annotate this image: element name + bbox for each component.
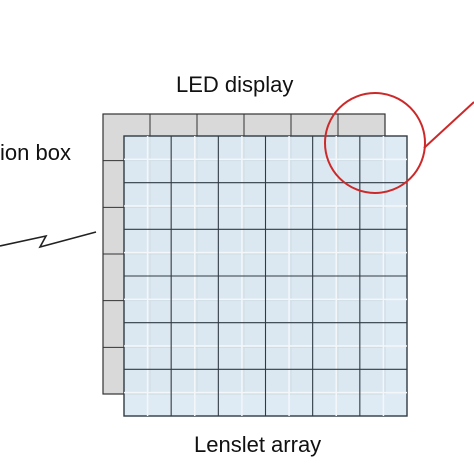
lenslet-array-panel <box>123 135 408 417</box>
led-display-label: LED display <box>176 72 294 97</box>
lenslet-array-label: Lenslet array <box>194 432 322 457</box>
connector-line-icon <box>423 101 474 149</box>
interaction-box-label: ion box <box>0 140 71 165</box>
zigzag-leader-line-icon <box>0 231 97 249</box>
zoom-highlight-circle-icon <box>324 92 426 194</box>
annotation-layer <box>0 92 474 249</box>
